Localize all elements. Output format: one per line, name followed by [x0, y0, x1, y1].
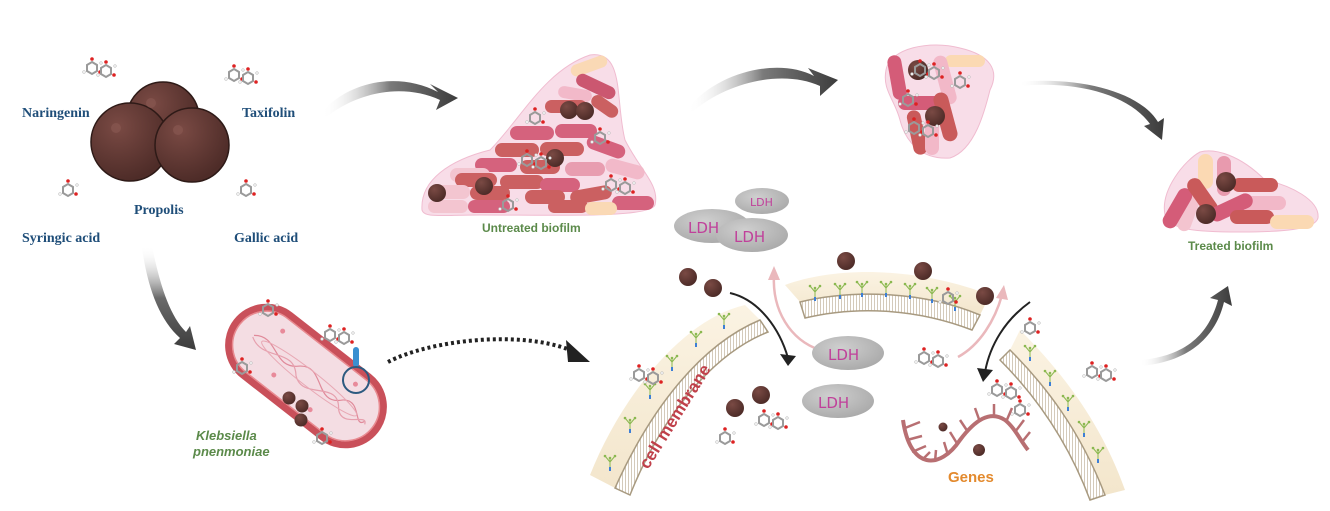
compound-label-naringenin: Naringenin [22, 106, 90, 121]
ldh-label: LDH [818, 394, 849, 412]
receptor-icon [353, 347, 359, 367]
arrow-to-bacterium-icon [142, 246, 196, 350]
influx-arrow-icon [984, 301, 1031, 373]
propolis-sphere [154, 107, 230, 183]
arrow-to-treated-biofilm-icon [1018, 80, 1164, 140]
efflux-arrow-icon [772, 274, 821, 352]
propolis-particle [914, 262, 932, 280]
propolis-particle [976, 287, 994, 305]
compound-label-gallic-acid: Gallic acid [234, 231, 298, 246]
cell-membrane-left: cell membrane [590, 305, 770, 497]
arrow-membrane-to-treated-icon [1140, 286, 1232, 366]
taxifolin-molecule-icon [225, 64, 259, 84]
propolis-label: Propolis [134, 203, 184, 218]
influx-arrow-icon [729, 292, 789, 359]
cell-membrane-top [785, 272, 990, 331]
naringenin-molecule-icon [83, 57, 117, 77]
untreated-biofilm [421, 54, 657, 217]
gallic-acid-molecule-icon [235, 178, 258, 197]
highlight-circle-icon [342, 366, 370, 394]
ldh-label: LDH [750, 196, 773, 209]
treated-biofilm-label: Treated biofilm [1188, 239, 1273, 253]
dotted-arrow-icon [387, 337, 571, 364]
bacterium-label-line1: Klebsiella [196, 428, 257, 443]
propolis-particle [837, 252, 855, 270]
ldh-enzyme-icon [802, 384, 874, 418]
ldh-enzyme-icon [716, 218, 788, 252]
cell-membrane-right [998, 330, 1125, 501]
ldh-label: LDH [828, 346, 859, 364]
propolis-particle [752, 386, 770, 404]
dotted-arrow-head-icon [566, 340, 590, 362]
ldh-enzyme-icon [735, 188, 789, 214]
ldh-enzyme-icon [812, 336, 884, 370]
propolis-particle [295, 399, 309, 413]
treated-cluster [884, 44, 995, 159]
propolis-particle [282, 391, 296, 405]
ldh-label: LDH [688, 219, 719, 237]
compound-label-taxifolin: Taxifolin [242, 106, 295, 121]
propolis-particle [704, 279, 722, 297]
syringic-acid-molecule-icon [57, 178, 80, 197]
treated-biofilm [1162, 150, 1319, 233]
propolis-particle [294, 413, 308, 427]
propolis-particle [726, 399, 744, 417]
compound-label-syringic-acid: Syringic acid [22, 231, 100, 246]
untreated-biofilm-label: Untreated biofilm [482, 221, 581, 235]
bacterium-label-line2: pnenmoniae [192, 444, 270, 459]
propolis-cluster [90, 81, 230, 183]
efflux-arrow-icon [957, 294, 1004, 359]
arrow-to-treated-cluster-icon [688, 67, 838, 112]
ldh-label: LDH [734, 228, 765, 246]
klebsiella-bacterium [225, 303, 387, 449]
propolis-particle [679, 268, 697, 286]
arrow-to-untreated-biofilm-icon [322, 81, 458, 118]
genes-icon [901, 404, 1031, 463]
genes-label: Genes [948, 469, 994, 486]
ldh-cluster: LDH LDH LDH [674, 188, 789, 252]
